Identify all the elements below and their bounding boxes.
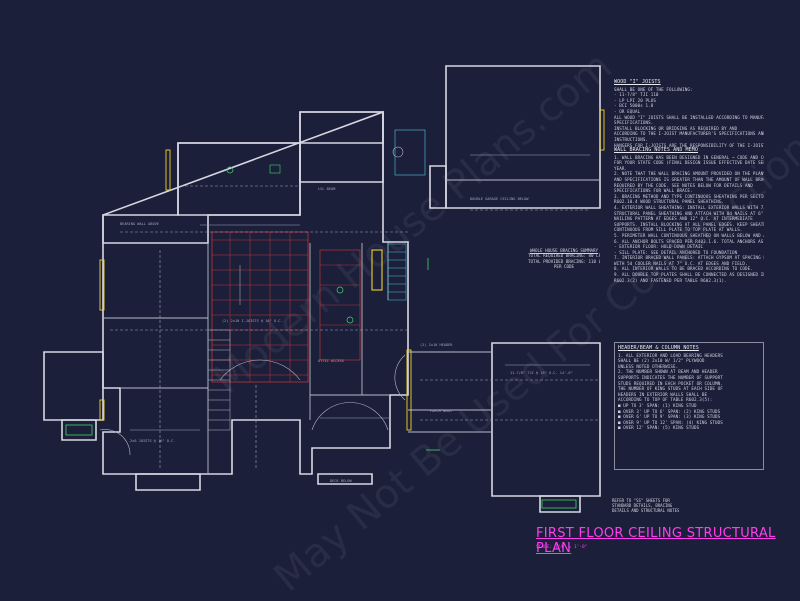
bracing-note-line: 5. PERIMETER WALL CONTINUOUS SHEATHED ON… (614, 232, 764, 238)
header-note-line: ■ OVER 3' UP TO 6' SPAN: (2) KING STUDS (618, 408, 721, 414)
label-beam-top: LVL BEAM (318, 187, 336, 191)
bracing-note-line: 7. INTERIOR BRACED WALL PANELS: ATTACH G… (614, 255, 764, 261)
bracing-notes-heading: WALL BRACING NOTES AND MEMO (614, 147, 698, 153)
joist-note-line: ACCORDING TO THE I-JOIST MANUFACTURER'S … (614, 131, 764, 137)
bracing-note-line: 1. WALL BRACING HAS BEEN DESIGNED IN GEN… (614, 154, 764, 160)
header-note-line: ■ OVER 6' UP TO 9' SPAN: (3) KING STUDS (618, 414, 721, 420)
label-porch: PORCH BEAM (430, 409, 452, 413)
bracing-notes: WALL BRACING NOTES AND MEMO 1. WALL BRAC… (614, 147, 764, 283)
label-deck: DECK BELOW (330, 479, 352, 483)
walls (43, 65, 601, 513)
bracing-summary-title: WHOLE HOUSE BRACING SUMMARY (529, 248, 599, 253)
bracing-note-line: - SILL PLATE: SEE DETAIL ANCHORED TO FOU… (614, 249, 738, 255)
header-note-line: ■ UP TO 3' SPAN: (1) KING STUD (618, 402, 697, 408)
joist-note-line: SPECIFICATIONS. (614, 120, 654, 126)
bracing-note-line: AND SPECIFICATIONS IS GREATER THAN THE A… (614, 176, 764, 182)
summary-line: TOTAL PROVIDED BRACING: 110 LF (528, 258, 600, 264)
joist-note-line: ALL WOOD "I" JOISTS SHALL BE INSTALLED A… (614, 114, 764, 120)
bracing-note-line: 8. ALL INTERIOR WALLS TO BE BRACED ACCOR… (614, 266, 753, 272)
joist-note-line: INSTALL BLOCKING OR BRIDGING AS REQUIRED… (614, 125, 738, 131)
summary-line: TOTAL REQUIRED BRACING: 80 LF (528, 253, 600, 259)
plan-scale: SCALE: 1/4" = 1'-0" (536, 545, 588, 550)
header-notes-heading: HEADER/BEAM & COLUMN NOTES (618, 345, 699, 351)
header-note-line: STUDS REQUIRED IN EACH POCKET OR COLUMN. (618, 380, 723, 386)
label-joist-bottom: 2x8 JOISTS @ 16" O.C. (130, 439, 175, 443)
joist-note-line: - BCI 5000s 1.8 (614, 103, 654, 109)
bracing-note-line: SPECIFICATIONS FOR WALL BRACE. (614, 188, 693, 194)
bracing-note-line: R602.3(2) AND FASTENED PER TABLE R602.3(… (614, 277, 727, 283)
label-bearing-left: BEARING WALL ABOVE (120, 222, 159, 226)
joist-note-line: HANGERS FOR I-JOISTS ARE THE RESPONSIBIL… (614, 142, 764, 148)
bracing-note-line: - EXTERIOR FLOOR: HOLD-DOWN DETAIL (614, 244, 704, 250)
header-note-line: SUPPORTS INDICATES THE NUMBER OF SUPPORT (618, 374, 723, 380)
hatch-red-area (211, 231, 361, 383)
bracing-summary: WHOLE HOUSE BRACING SUMMARY TOTAL REQUIR… (528, 248, 600, 270)
joist-notes: WOOD "I" JOISTS SHALL BE ONE OF THE FOLL… (614, 79, 764, 148)
bracing-note-line: 6. ALL ANCHOR BOLTS SPACED PER R403.1.6.… (614, 238, 764, 244)
header-note-line: SHALL BE (2) 2x10 W/ 1/2" PLYWOOD (618, 358, 705, 364)
label-joist-right: 11-7/8" TJI @ 16" O.C. 14'-0" (510, 371, 573, 375)
header-note-line: 2. THE NUMBER SHOWN AT BEAM AND HEADER (618, 369, 718, 375)
label-attic: ATTIC ACCESS (318, 359, 344, 363)
reference-note-line: STANDARD DETAILS, BRACING (612, 503, 673, 508)
header-note-line: 1. ALL EXTERIOR AND LOAD BEARING HEADERS (618, 352, 723, 358)
joist-note-line: SHALL BE ONE OF THE FOLLOWING: (614, 86, 693, 92)
plan-title: FIRST FLOOR CEILING STRUCTURAL PLAN (536, 526, 776, 556)
header-note-line: HEADERS IN EXTERIOR WALLS SHALL BE (618, 391, 708, 397)
bracing-note-line: R602.10.4 WOOD STRUCTURAL PANEL SHEATHIN… (614, 199, 725, 205)
arcs (99, 354, 406, 456)
label-joist-mid: (2) 2x10 I-JOISTS @ 16" O.C. (222, 319, 283, 323)
label-header: (2) 2x10 HEADER (420, 343, 453, 347)
header-notes-box (614, 342, 764, 470)
bracing-note-line: FOR YOUR STATE CODE (FINAL DESIGN ISSUE … (614, 160, 764, 166)
header-notes: HEADER/BEAM & COLUMN NOTES 1. ALL EXTERI… (618, 345, 760, 431)
reference-note-line: DETAILS AND STRUCTURAL NOTES (612, 508, 680, 513)
header-note-line: THE NUMBER OF KING STUDS AT EACH SIDE OF (618, 386, 723, 392)
stair-right (387, 243, 407, 301)
bracing-note-line: STRUCTURAL PANEL SHEATHING AND ATTACH WI… (614, 210, 764, 216)
stair-left (207, 329, 231, 431)
joist-note-line: - OR EQUAL (614, 108, 641, 114)
plan-dim-text: DOUBLE GARAGE CEILING BELOW LVL BEAM BEA… (120, 187, 573, 483)
summary-line: PER CODE (553, 264, 575, 270)
bracing-note-line: REQUIRED BY THE CODE. SEE NOTES BELOW FO… (614, 182, 753, 188)
joist-note-line: - 11-7/8" TJI 110 (614, 92, 659, 98)
header-note-line: UNLESS NOTED OTHERWISE. (618, 363, 679, 369)
reference-note-line: REFER TO "SS" SHEETS FOR (612, 498, 670, 503)
bracing-note-line: CONTINUOUS FROM SILL PLATE TO TOP PLATE … (614, 227, 743, 233)
header-note-line: ■ OVER 9' UP TO 12' SPAN: (4) KING STUDS (618, 419, 723, 425)
joist-arrows (130, 154, 590, 431)
bracing-note-line: 2. NOTE THAT THE WALL BRACING AMOUNT PRO… (614, 171, 764, 177)
accent-marks (65, 109, 605, 509)
beam-lines (110, 185, 600, 470)
bracing-note-line: 9. ALL DOUBLE TOP PLATES SHALL BE CONNEC… (614, 272, 764, 278)
header-note-line: ■ OVER 12' SPAN: (5) KING STUDS (618, 425, 700, 431)
bracing-note-line: SUPPORTS. INSTALL BLOCKING AT ALL PANEL … (614, 221, 764, 227)
bracing-note-line: YEAR. (614, 165, 628, 171)
joist-note-line: - LP LPI 20 PLUS (614, 97, 656, 103)
bracing-note-line: NAILING PATTERN AT EDGES AND 12" O.C. AT… (614, 216, 753, 222)
label-garage: DOUBLE GARAGE CEILING BELOW (470, 197, 529, 201)
bracing-note-line: 4. EXTERIOR WALL SHEATHING: INSTALL EXTE… (614, 204, 764, 210)
joist-notes-heading: WOOD "I" JOISTS (614, 79, 661, 85)
joist-note-line: INSTRUCTIONS. (614, 136, 649, 142)
bracing-note-line: 3. BRACING METHOD AND TYPE CONTINUOUS SH… (614, 193, 764, 199)
bracing-note-line: WITH 5d COOLER NAILS AT 7" O.C. AT EDGES… (614, 260, 748, 266)
header-note-line: ACCORDING TO TOP OF TABLE R602.3(5): (618, 397, 713, 403)
